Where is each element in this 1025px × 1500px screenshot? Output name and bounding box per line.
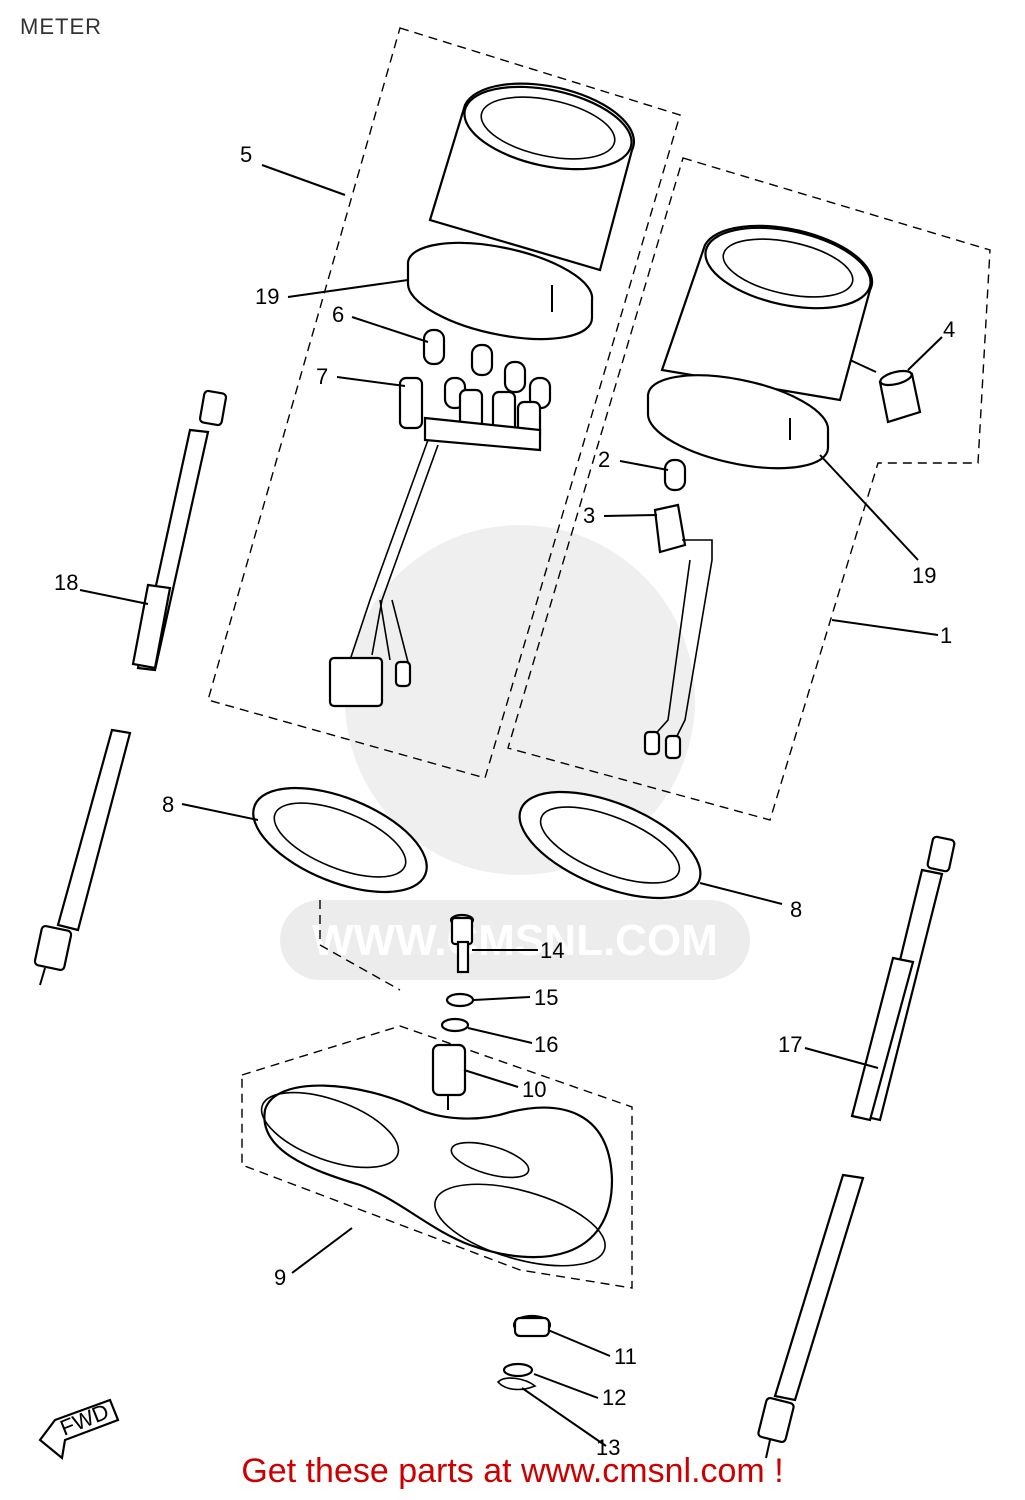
callout-16: 16 (534, 1032, 558, 1057)
knob-cap (878, 369, 922, 424)
callout-18: 18 (54, 570, 78, 595)
callout-5: 5 (240, 142, 252, 167)
callout-6: 6 (332, 302, 344, 327)
callout-19a: 19 (255, 284, 279, 309)
bulb-socket-group (328, 328, 552, 708)
callout-12: 12 (602, 1385, 626, 1410)
callout-17: 17 (778, 1032, 802, 1057)
callout-7: 7 (316, 364, 328, 389)
callout-11: 11 (614, 1344, 637, 1369)
callout-9: 9 (274, 1265, 286, 1290)
grommet-washer-clip (496, 1314, 552, 1391)
tachometer-cable (33, 389, 228, 986)
callout-10: 10 (522, 1077, 546, 1102)
watermark: WWW.CMSNL.COM (280, 525, 750, 980)
tachometer-meter (406, 82, 635, 341)
speedometer-cable (757, 835, 956, 1459)
assembly-outline-speedometer (507, 157, 991, 821)
leader-lines (79, 164, 943, 1447)
bulb-socket-single (643, 458, 713, 760)
callout-labels: 5 19 6 7 4 2 3 19 1 18 8 8 14 15 16 10 1… (54, 142, 955, 1460)
callout-14: 14 (540, 938, 564, 963)
callout-8b: 8 (790, 897, 802, 922)
meter-housing-base (260, 1084, 614, 1267)
callout-4: 4 (943, 317, 955, 342)
callout-3: 3 (583, 503, 595, 528)
callout-13: 13 (596, 1435, 620, 1460)
speedometer-meter (646, 224, 877, 470)
meter-ring-left (252, 786, 428, 894)
callout-19b: 19 (912, 563, 936, 588)
callout-2: 2 (598, 447, 610, 472)
callout-1: 1 (940, 623, 952, 648)
fwd-arrow: FWD (38, 1398, 120, 1461)
watermark-text: WWW.CMSNL.COM (312, 916, 718, 965)
page-title: METER (20, 14, 102, 39)
meter-ring-right (518, 790, 702, 900)
callout-15: 15 (534, 985, 558, 1010)
footer-link[interactable]: Get these parts at www.cmsnl.com ! (241, 1452, 784, 1490)
assembly-outline-meter-base (241, 1025, 633, 1289)
fwd-label: FWD (57, 1399, 113, 1441)
callout-8a: 8 (162, 792, 174, 817)
assembly-outline-tachometer (207, 27, 681, 779)
